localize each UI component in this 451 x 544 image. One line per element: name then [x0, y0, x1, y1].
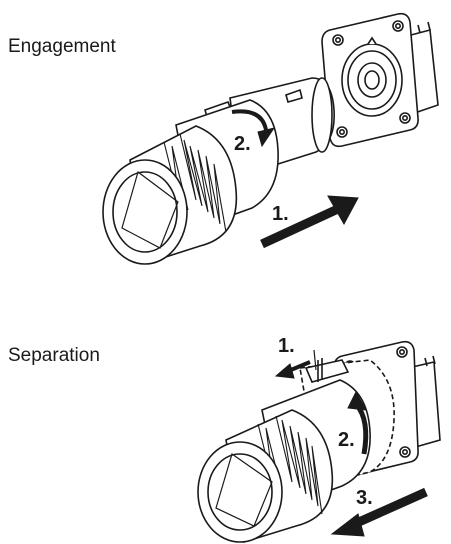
pull-arrow — [330, 487, 428, 537]
separation-step-1-label: 1. — [278, 335, 295, 357]
engagement-diagram: 2. 1. — [102, 12, 439, 265]
rotate-arrow — [347, 390, 369, 455]
receptacle-socket — [321, 12, 439, 148]
separation-title: Separation — [8, 345, 100, 366]
speaker-plug — [197, 358, 395, 544]
press-latch-arrow — [274, 349, 317, 379]
rotate-arrow — [231, 109, 276, 148]
separation-step-2-label: 2. — [338, 429, 355, 451]
speaker-plug — [102, 77, 335, 265]
engagement-step-1-label: 1. — [272, 203, 289, 225]
separation-diagram: 1. 2. 3. — [197, 335, 441, 544]
push-arrow — [260, 195, 359, 249]
engagement-title: Engagement — [8, 36, 116, 57]
engagement-step-2-label: 2. — [234, 133, 251, 155]
separation-step-3-label: 3. — [356, 487, 373, 509]
